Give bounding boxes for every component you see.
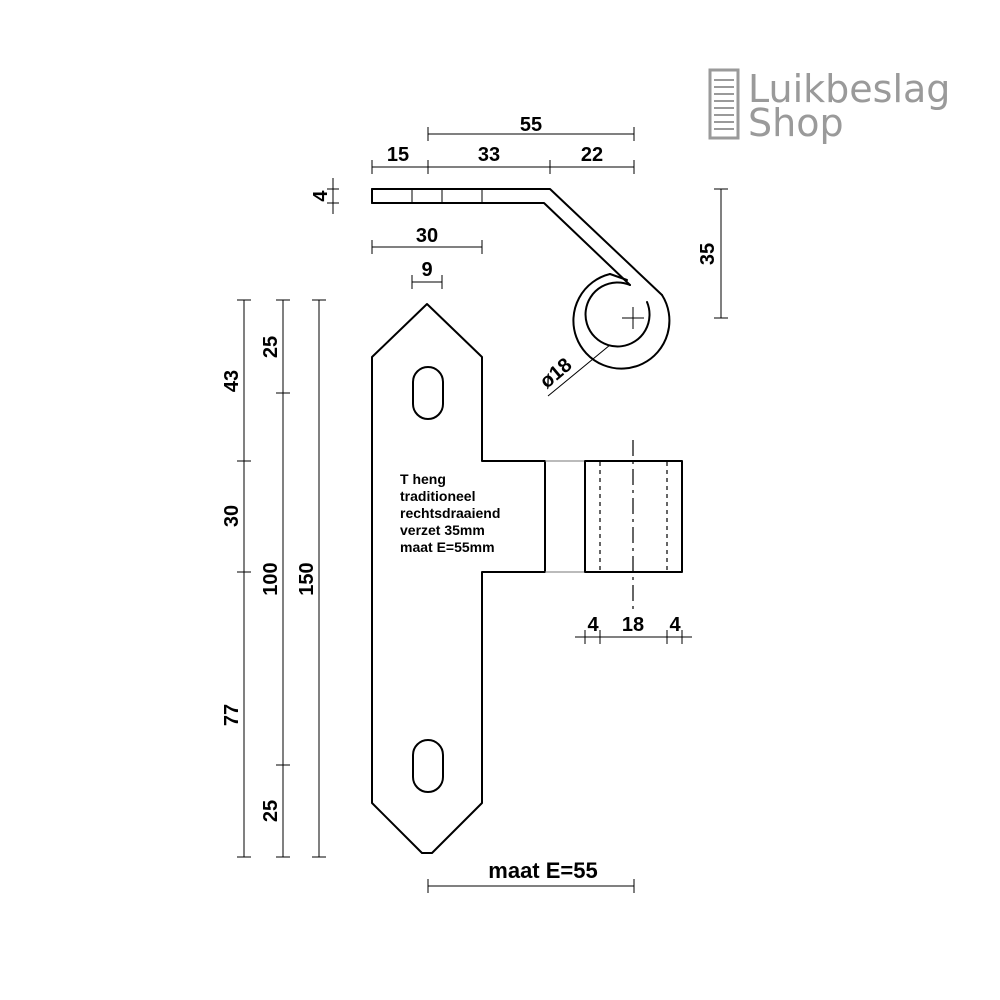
dim-thickness: 4 — [310, 190, 332, 202]
dim-segment-a: 15 — [387, 144, 409, 166]
description-line-5: maat E=55mm — [400, 539, 495, 555]
hinge-eye — [572, 273, 671, 370]
top-view: 55 15 33 22 4 — [310, 114, 728, 397]
hinge-plate — [371, 303, 546, 854]
barrel-dimensions: 4 18 4 — [575, 614, 692, 644]
dim-top-ends: 43 — [221, 370, 243, 392]
hinge-barrel — [545, 440, 683, 612]
dim-bottom-ends: 77 — [221, 704, 243, 726]
dim-bottom-slot: 25 — [260, 800, 282, 822]
dim-total: 150 — [296, 562, 318, 595]
dim-center: 100 — [260, 562, 282, 595]
description-line-2: traditioneel — [400, 488, 475, 504]
front-view: T heng traditioneel rechtsdraaiend verze… — [221, 299, 692, 893]
dim-segment-c: 22 — [581, 144, 603, 166]
dim-overall: 55 — [520, 114, 542, 136]
dim-segment-b: 33 — [478, 144, 500, 166]
dim-middle: 30 — [221, 505, 243, 527]
footer-dimension-group: maat E=55 — [427, 858, 635, 893]
footer-dimension: maat E=55 — [488, 858, 597, 883]
dim-pin: 18 — [622, 614, 644, 636]
dim-top-slot: 25 — [260, 336, 282, 358]
strap-profile — [371, 188, 663, 296]
dim-eye-diameter: ø18 — [536, 354, 577, 393]
description-line-4: verzet 35mm — [400, 522, 485, 538]
description-line-1: T heng — [400, 471, 446, 487]
slot-bottom — [412, 739, 444, 793]
dim-wall-right: 4 — [669, 614, 681, 636]
brand-logo[interactable]: Luikbeslag Shop — [708, 67, 950, 145]
leader-eye-diameter — [547, 344, 611, 397]
slot-top — [412, 366, 444, 420]
description-line-3: rechtsdraaiend — [400, 505, 500, 521]
document-lines-icon — [708, 68, 740, 140]
dim-offset: 35 — [697, 243, 719, 265]
brand-name-line1: Luikbeslag — [748, 67, 950, 111]
dim-wall-left: 4 — [587, 614, 599, 636]
vertical-dimensions: 43 30 77 25 100 25 150 — [221, 299, 326, 858]
description-block: T heng traditioneel rechtsdraaiend verze… — [400, 471, 500, 555]
brand-name-line2: Shop — [748, 101, 844, 145]
dim-slot: 9 — [421, 259, 432, 281]
dim-flat: 30 — [416, 225, 438, 247]
